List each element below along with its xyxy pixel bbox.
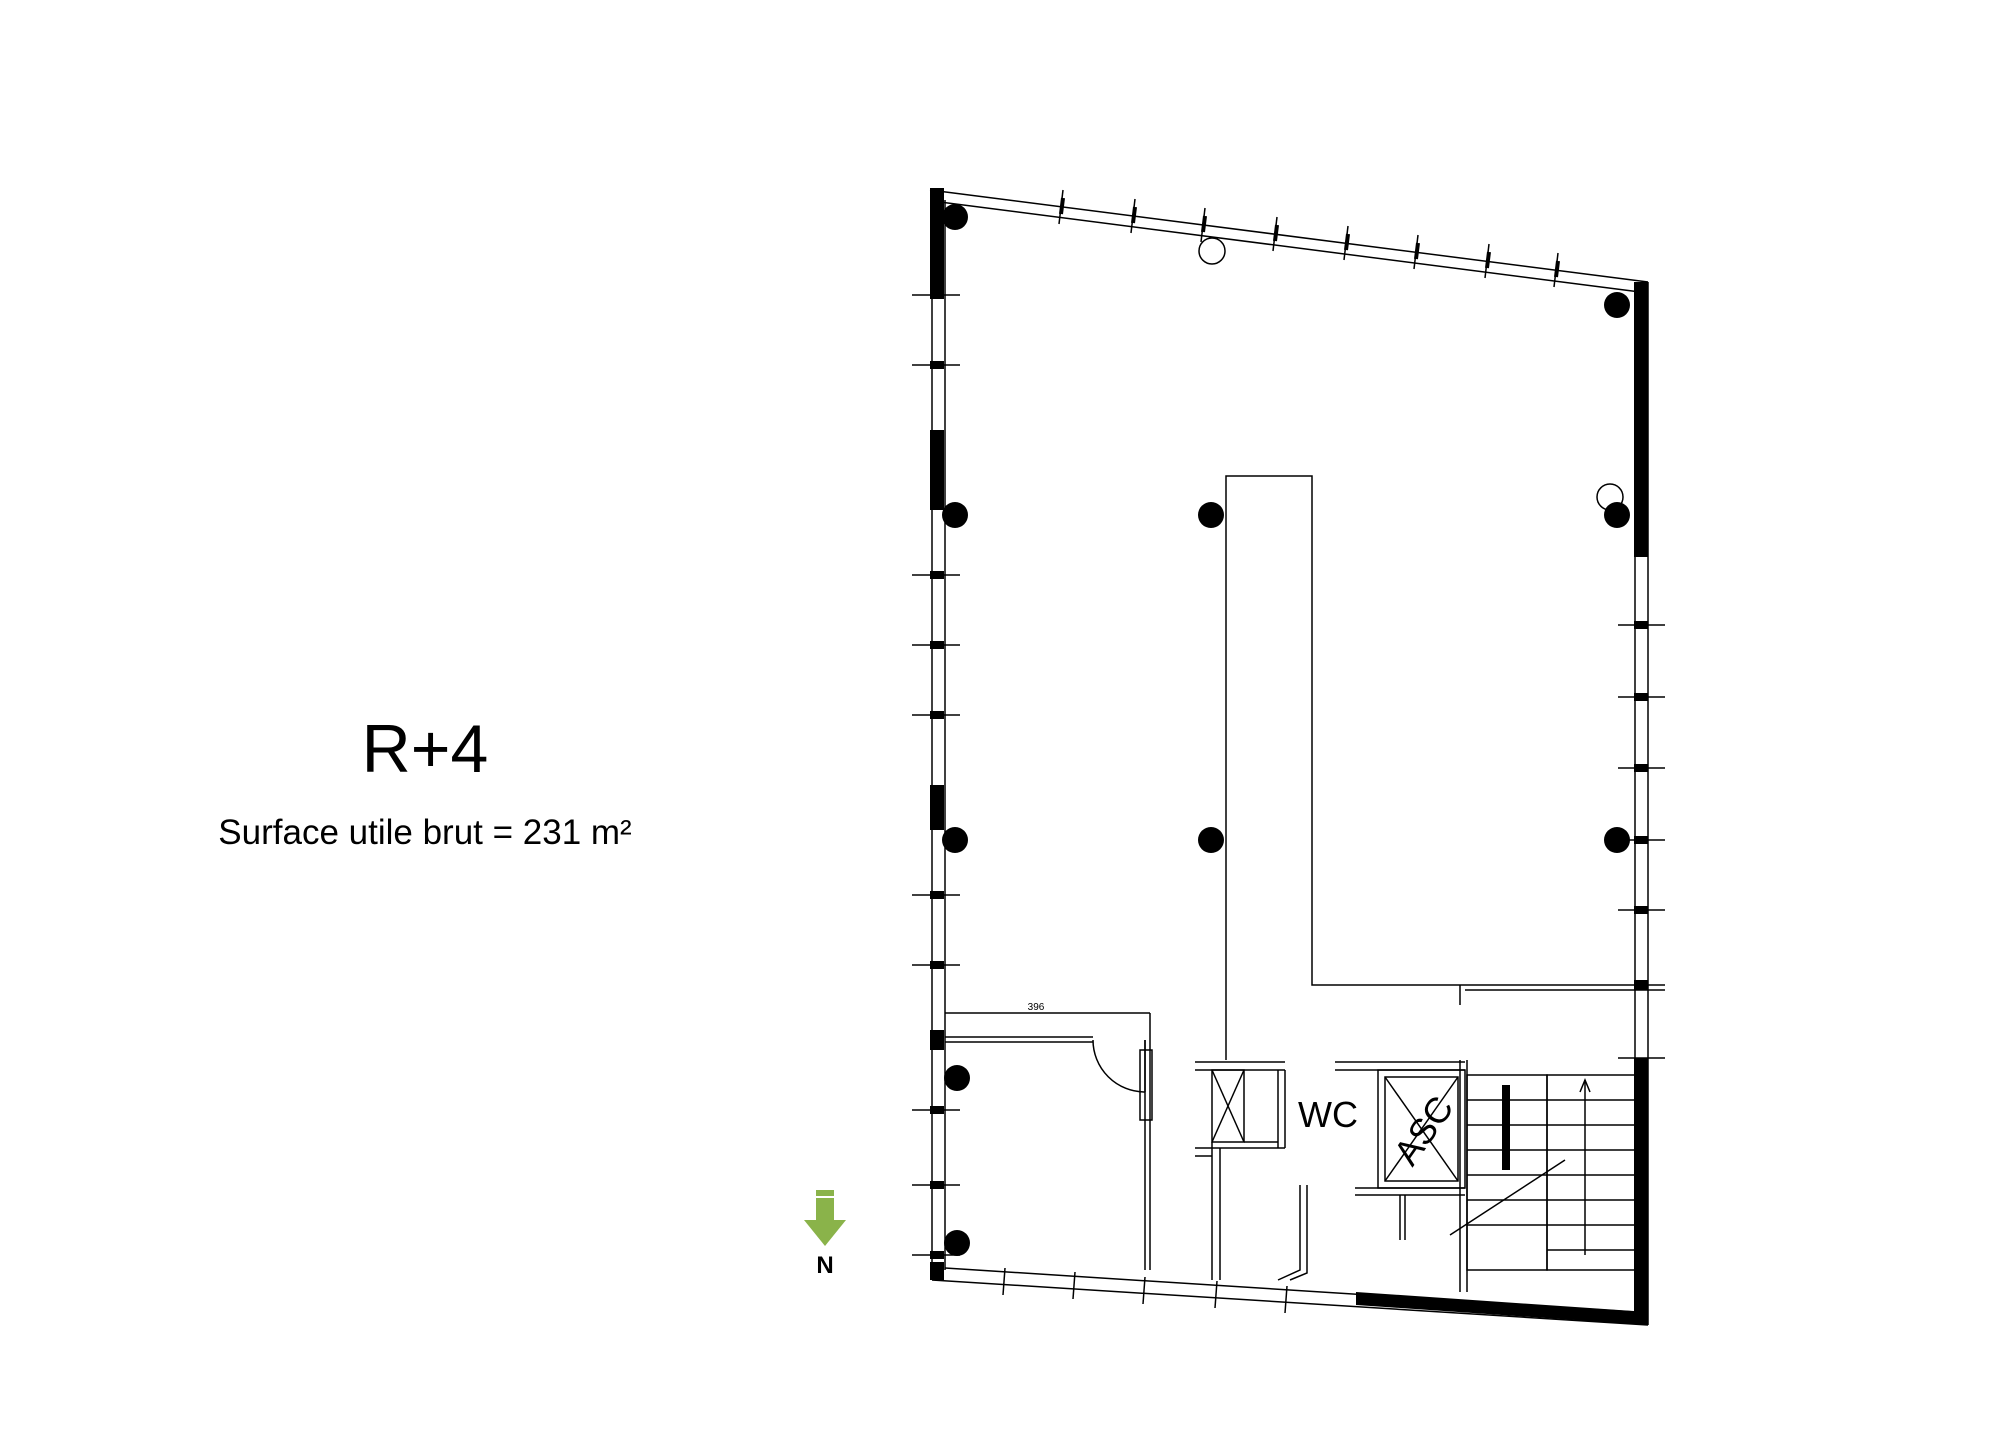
wall-solid-w3: [930, 1030, 944, 1050]
wall-north-outer: [929, 189, 1649, 283]
wall-south-outer: [931, 1279, 1649, 1326]
column: [942, 204, 968, 230]
column: [944, 1230, 970, 1256]
wall-north-inner: [939, 201, 1641, 293]
drain-pipe: [1596, 483, 1624, 511]
wall-solid-w2: [930, 785, 944, 830]
stair-break-line: [1449, 1159, 1566, 1236]
floor-title: R+4: [361, 711, 489, 787]
wc-door: [1277, 1185, 1301, 1281]
north-label: N: [816, 1252, 834, 1279]
wall-solid-se: [1634, 1058, 1648, 1323]
wall-solid-w1: [930, 430, 944, 510]
office-door-swing: [1092, 1039, 1146, 1093]
wall-solid-ne: [1634, 282, 1648, 557]
drain-pipe: [1198, 237, 1226, 265]
wall-solid-sw: [930, 1262, 944, 1280]
column: [942, 502, 968, 528]
elevator-label: ASC: [1385, 1088, 1461, 1172]
column: [944, 1065, 970, 1091]
wall-solid-nw: [930, 188, 944, 298]
core-wall: [1225, 475, 1635, 1060]
column: [1604, 502, 1630, 528]
wc-shaft: [1211, 1069, 1245, 1143]
wc-label: WC: [1298, 1094, 1358, 1135]
column: [1198, 502, 1224, 528]
north-arrow-icon: [804, 1190, 846, 1246]
surface-label: Surface utile brut = 231 m²: [218, 813, 632, 852]
dimension-label: 396: [1028, 1002, 1045, 1013]
stair-flight: [1546, 1074, 1636, 1271]
column: [1604, 827, 1630, 853]
column: [1198, 827, 1224, 853]
column: [942, 827, 968, 853]
wall-solid-s: [1356, 1292, 1648, 1325]
column: [1604, 292, 1630, 318]
